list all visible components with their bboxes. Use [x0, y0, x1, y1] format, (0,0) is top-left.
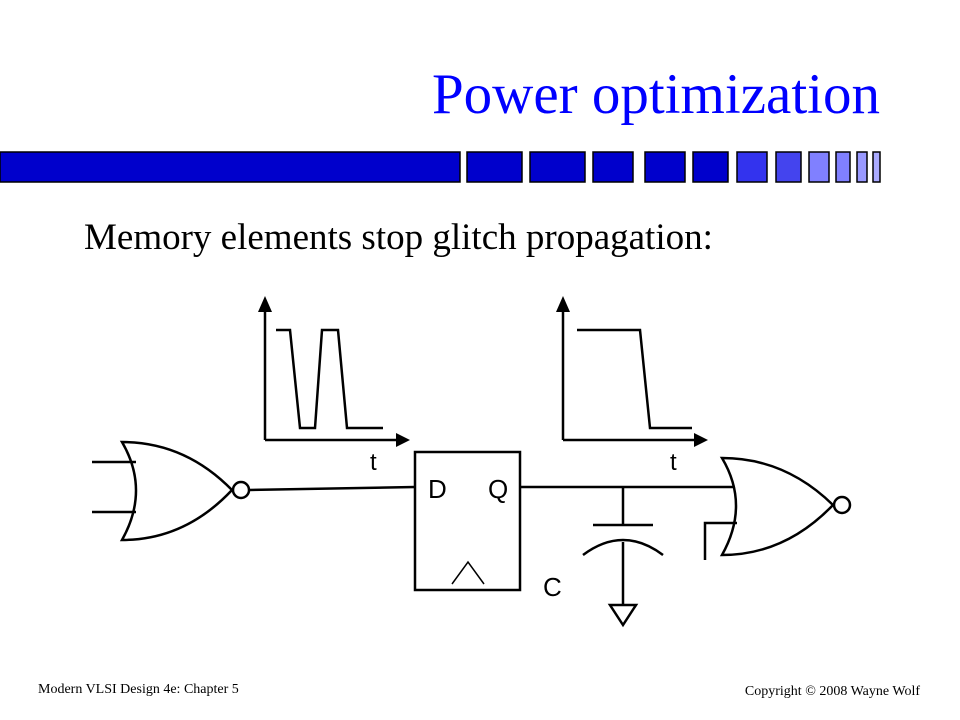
footer-copyright: Copyright © 2008 Wayne Wolf [744, 684, 920, 699]
nor-gate-right [703, 456, 852, 560]
footer-chapter: Modern VLSI Design 4e: Chapter 5 [38, 682, 239, 697]
right-waveform-axes [556, 296, 708, 447]
capacitor-label: C [543, 572, 562, 602]
left-waveform-axes [258, 296, 410, 447]
time-label-left: t [370, 449, 377, 476]
slide-title: Power optimization [431, 63, 880, 126]
slide-subtitle: Memory elements stop glitch propagation: [84, 217, 713, 258]
clean-waveform [577, 328, 692, 430]
time-label-right: t [670, 449, 677, 476]
flipflop-d-label: D [428, 474, 447, 504]
d-flip-flop [413, 450, 522, 592]
nor-gate-left [92, 440, 251, 542]
glitch-waveform [276, 328, 383, 430]
flipflop-q-label: Q [488, 474, 508, 504]
capacitor [582, 487, 664, 628]
